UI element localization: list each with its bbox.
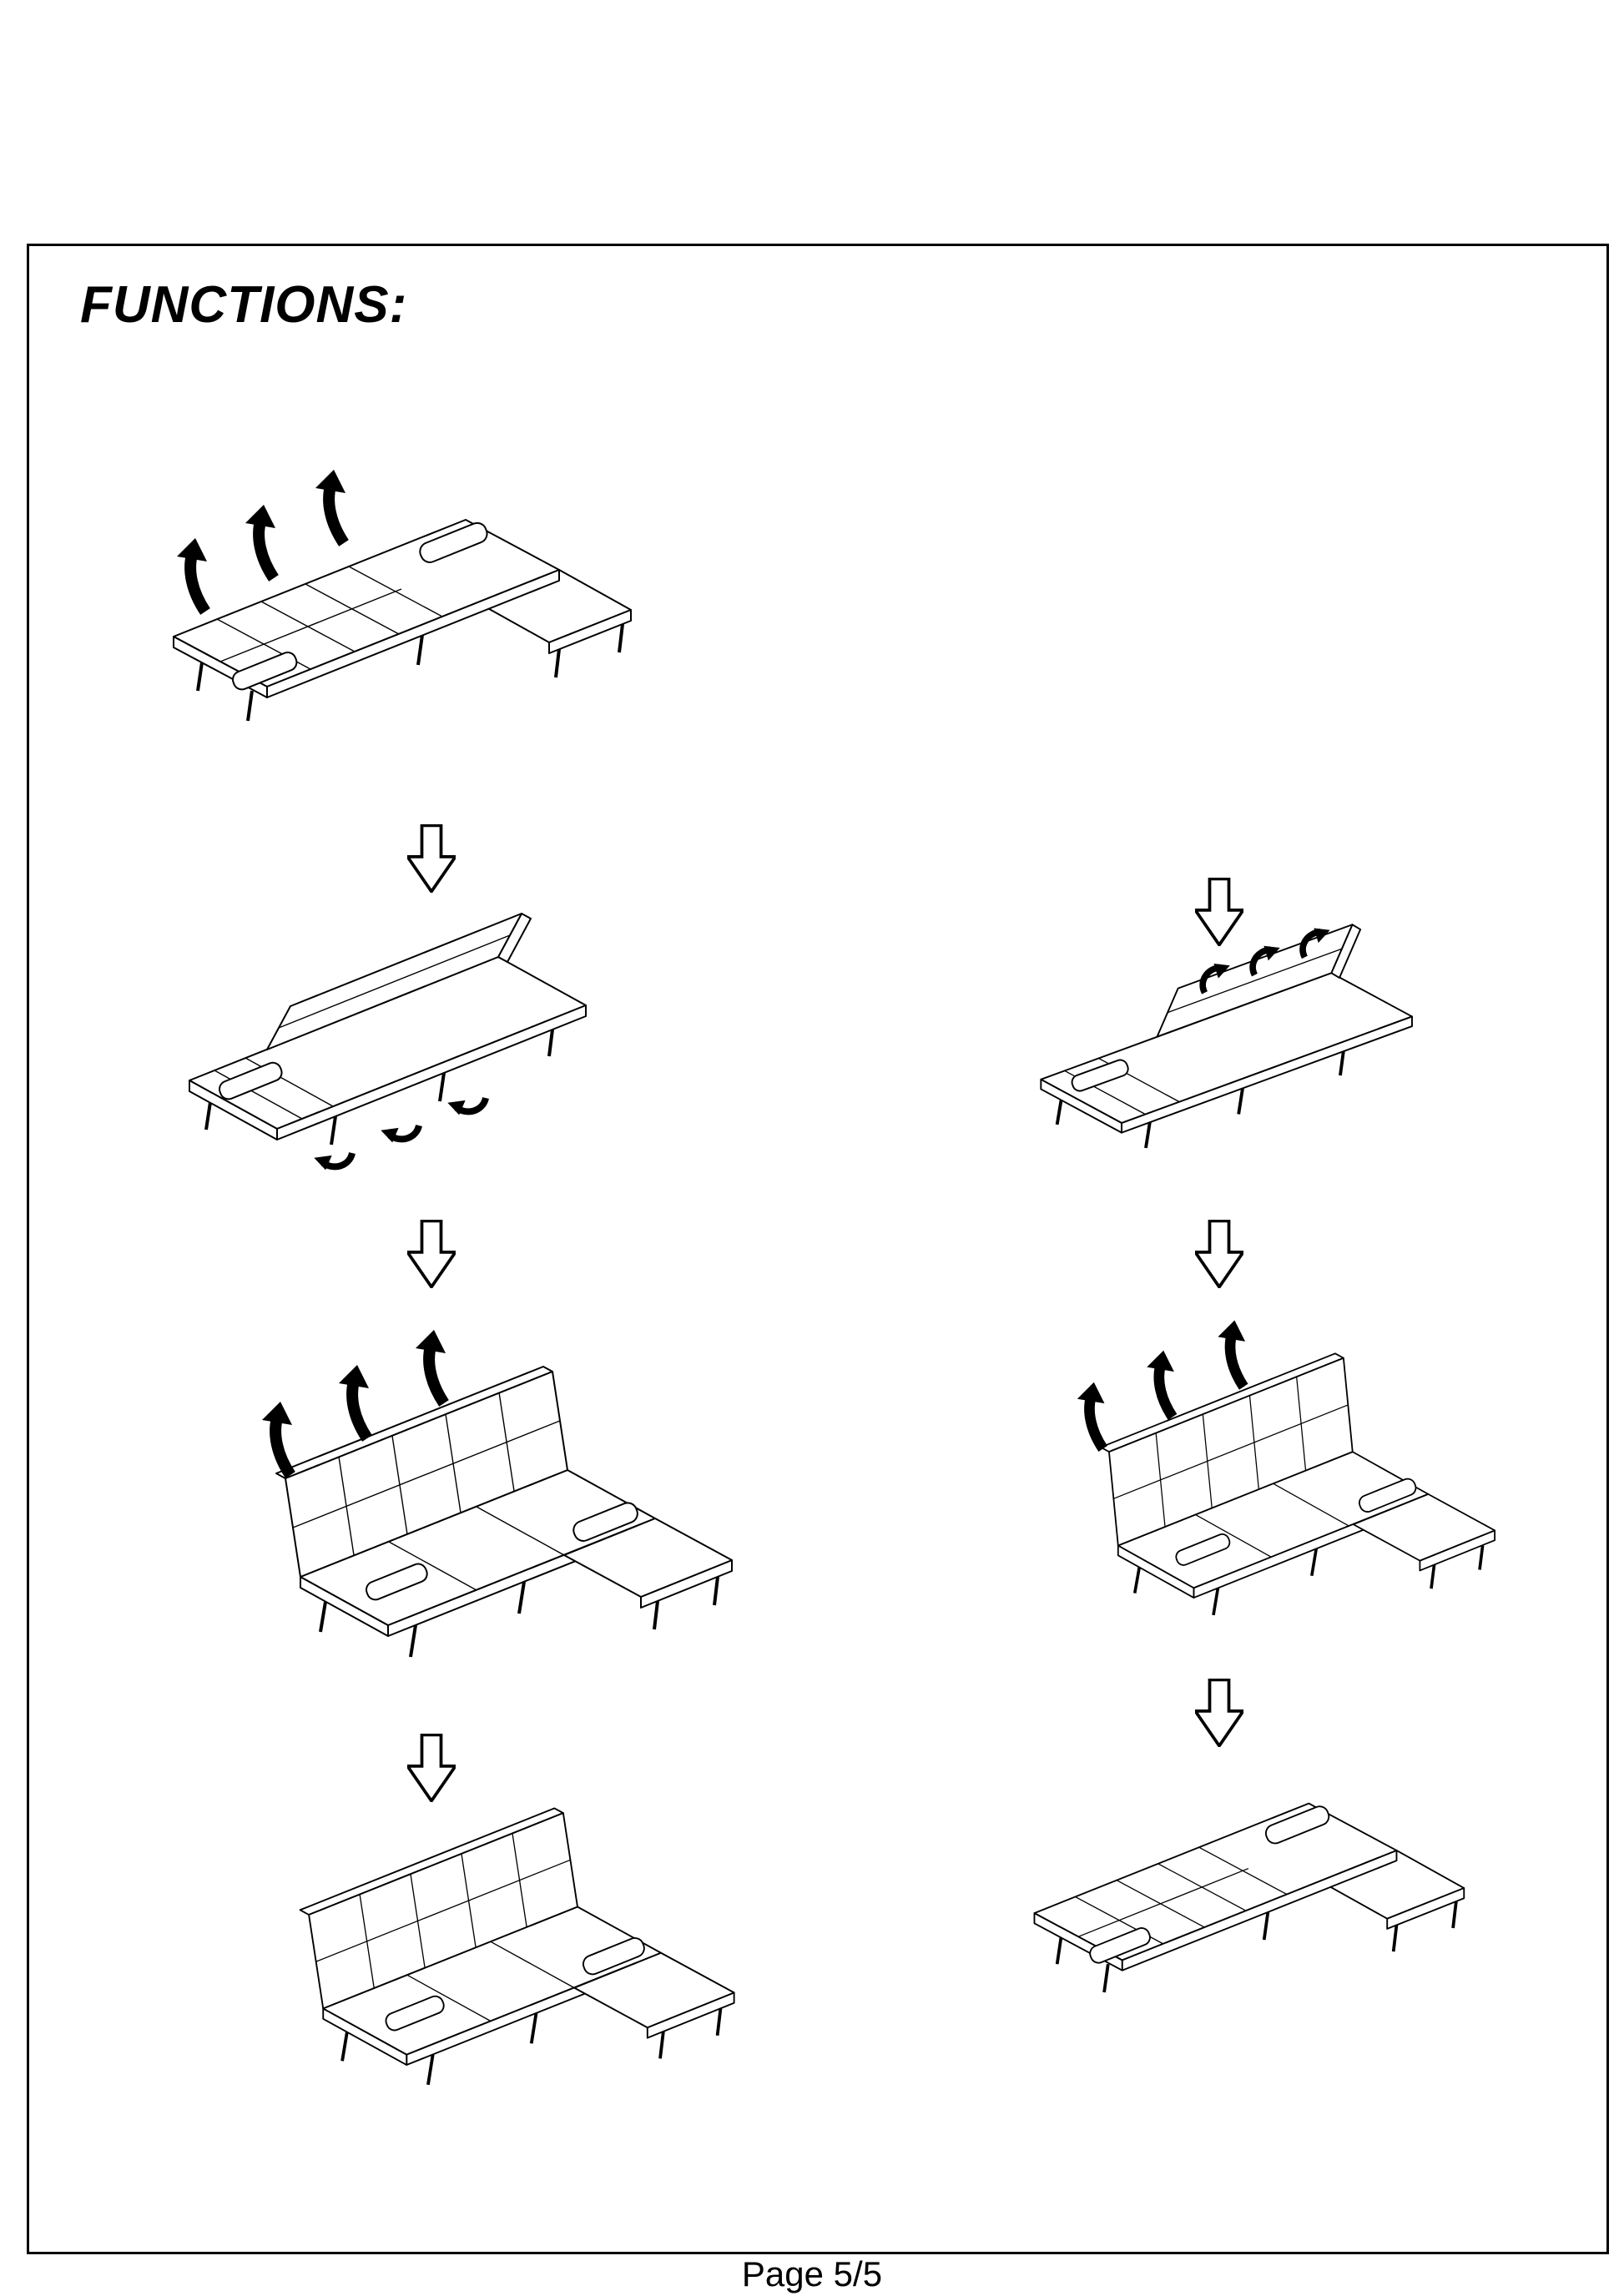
curved-lift-arrow-icon — [1218, 1320, 1245, 1387]
sofa-legs — [319, 1576, 719, 1658]
bolster-pillow — [1175, 1533, 1231, 1566]
sofa-rear-upright-illustration — [1020, 1289, 1496, 1616]
tufting-grid — [315, 1832, 571, 1988]
sofa-rear-half-raised-illustration — [1040, 909, 1413, 1149]
curved-fold-arrow-icon — [378, 1114, 419, 1149]
figure-sofa-rear-upright-arrows — [1020, 1289, 1504, 1681]
figure-sofa-upright-lift-arrows — [200, 1302, 743, 1685]
down-arrow-icon — [407, 824, 456, 893]
sofa-legs — [340, 2008, 723, 2086]
sofa-legs — [1055, 1901, 1458, 1993]
sofa-flat-bed-illustration — [125, 438, 632, 722]
curved-lift-arrow-icon — [1147, 1351, 1174, 1417]
bolster-pillow — [572, 1502, 638, 1542]
curved-lift-arrow-icon — [177, 538, 207, 612]
tufting-grid — [214, 1057, 334, 1120]
figure-sofa-flat-bed-lift-arrows — [125, 438, 676, 788]
figure-sofa-upright — [244, 1792, 744, 2122]
tufting-grid — [1113, 1377, 1349, 1527]
figure-sofa-half-raised-fold-arrows — [144, 909, 669, 1210]
bolster-pillow — [366, 1563, 428, 1601]
down-arrow-icon — [1195, 1679, 1243, 1747]
bolster-pillow — [1264, 1805, 1330, 1845]
curved-lift-arrow-icon — [315, 470, 345, 543]
bolster-pillow — [583, 1937, 645, 1976]
sofa-half-raised-illustration — [189, 913, 587, 1210]
figure-sofa-flat-bed — [989, 1748, 1506, 2082]
page-title: FUNCTIONS: — [80, 276, 408, 334]
bolster-pillow — [1359, 1478, 1417, 1513]
bolster-pillow — [419, 521, 488, 563]
sofa-legs — [1055, 982, 1345, 1149]
sofa-legs — [204, 967, 554, 1145]
bolster-pillow — [1071, 1059, 1129, 1092]
figure-sofa-rear-half-raised-arrows — [976, 909, 1460, 1193]
sofa-upright-illustration — [299, 1807, 735, 2086]
bolster-pillow — [1089, 1927, 1151, 1964]
down-arrow-icon — [1195, 1220, 1243, 1288]
page-border — [27, 244, 1609, 2254]
page-number: Page 5/5 — [741, 2254, 883, 2293]
down-arrow-icon — [407, 1220, 456, 1288]
curved-fold-arrow-icon — [311, 1141, 352, 1176]
curved-lift-arrow-icon — [416, 1330, 446, 1403]
sofa-legs — [1132, 1545, 1485, 1616]
sofa-upright-illustration — [200, 1302, 733, 1658]
bolster-pillow — [232, 652, 298, 691]
sofa-flat-bed-illustration — [1033, 1802, 1465, 1993]
curved-lift-arrow-icon — [1077, 1382, 1105, 1449]
bolster-pillow — [219, 1061, 283, 1100]
sofa-legs — [196, 623, 624, 722]
curved-lift-arrow-icon — [245, 505, 275, 578]
curved-fold-arrow-icon — [445, 1086, 486, 1121]
bolster-pillow — [385, 1995, 445, 2032]
tufting-grid — [292, 1392, 561, 1556]
curved-lift-arrow-icon — [339, 1365, 369, 1438]
curved-lift-arrow-icon — [262, 1402, 292, 1475]
